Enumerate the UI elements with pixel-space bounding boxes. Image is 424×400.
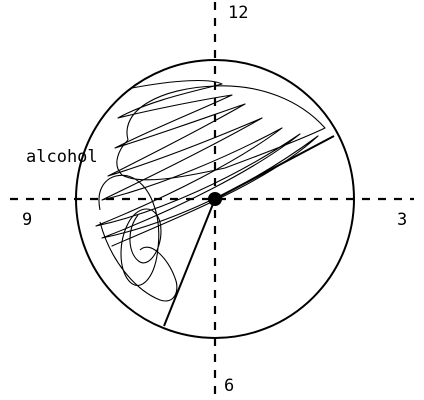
clock-label-3: 3 [397, 210, 408, 230]
clock-label-6: 6 [224, 376, 235, 396]
clock-label-12: 12 [228, 3, 249, 23]
sector-scribble-bottom [99, 221, 178, 302]
sector-scribble [95, 79, 319, 247]
clock-label-9: 9 [22, 210, 33, 230]
center-dot [208, 192, 222, 206]
sector-scribble-lower-loop [98, 174, 162, 286]
clock-face-circle [75, 59, 355, 339]
sector-label: alcohol [26, 147, 98, 167]
sector-boundary-lower [163, 198, 216, 327]
